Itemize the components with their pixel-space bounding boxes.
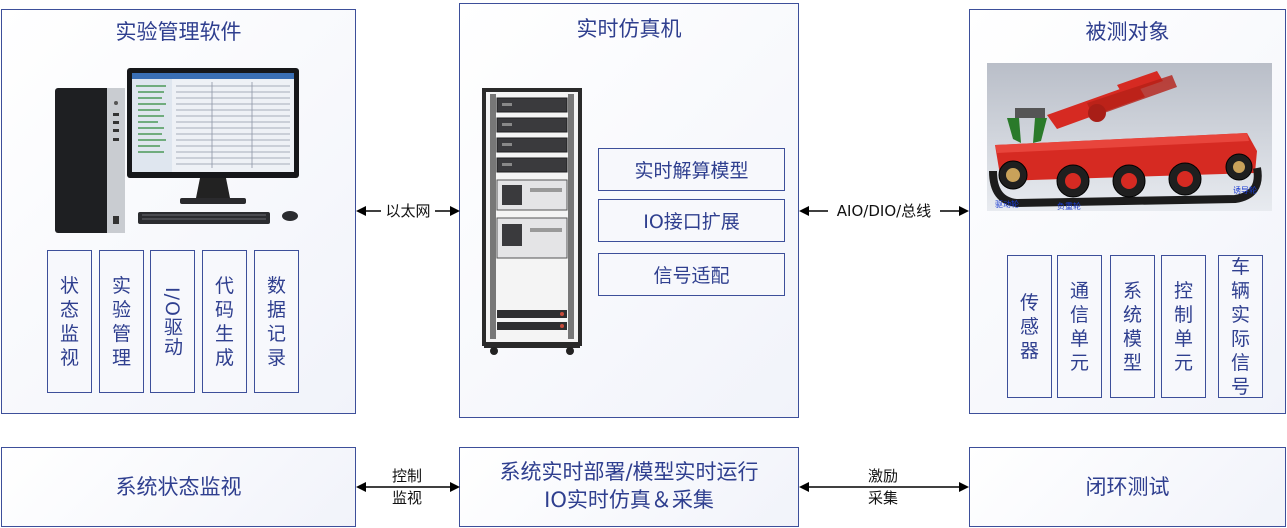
module-io-driver-label: I/O驱动 — [161, 286, 183, 357]
bottom-deploy-line2: IO实时仿真＆采集 — [544, 488, 714, 512]
module-code-generation: 代码生成 — [202, 250, 247, 393]
module-comm-unit: 通信单元 — [1057, 255, 1102, 398]
module-system-model: 系统模型 — [1110, 255, 1155, 398]
control-monitor-arrow — [356, 482, 460, 492]
module-experiment-management-label: 实验管理 — [111, 274, 131, 369]
bus-label: AIO/DIO/总线 — [828, 201, 940, 221]
computer-illustration — [55, 68, 299, 233]
module-sensor: 传感器 — [1007, 255, 1052, 398]
module-comm-unit-label: 通信单元 — [1069, 279, 1089, 374]
module-sensor-label: 传感器 — [1019, 291, 1039, 362]
excite-collect-arrow — [799, 482, 969, 492]
module-vehicle-signal: 车辆实际信号 — [1218, 255, 1263, 398]
bottom-status-monitor: 系统状态监视 — [1, 447, 356, 527]
module-vehicle-signal-label: 车辆实际信号 — [1230, 255, 1250, 398]
tracked-vehicle-illustration: 驱动轮 负重轮 诱导轮 — [987, 63, 1272, 211]
bottom-deploy-panel: 系统实时部署/模型实时运行 IO实时仿真＆采集 — [459, 447, 799, 527]
module-system-model-label: 系统模型 — [1122, 279, 1142, 374]
excite-label: 激励 — [860, 466, 906, 486]
module-data-recording-label: 数据记录 — [266, 274, 286, 369]
module-status-monitor-label: 状态监视 — [59, 274, 79, 369]
module-code-generation-label: 代码生成 — [214, 274, 234, 369]
target-title: 被测对象 — [1085, 20, 1170, 44]
module-status-monitor: 状态监视 — [47, 250, 92, 393]
server-rack-illustration — [482, 88, 582, 355]
bottom-closed-loop-label: 闭环测试 — [1085, 475, 1170, 499]
software-panel: 实验管理软件 — [1, 9, 356, 414]
wheel-label-drive: 驱动轮 — [995, 199, 1019, 209]
ethernet-label: 以太网 — [381, 201, 435, 221]
function-io-extension: IO接口扩展 — [598, 199, 785, 242]
module-control-unit: 控制单元 — [1161, 255, 1206, 398]
function-signal-adaptation: 信号适配 — [598, 253, 785, 296]
bottom-closed-loop: 闭环测试 — [969, 447, 1286, 527]
wheel-label-load: 负重轮 — [1057, 201, 1081, 211]
module-io-driver: I/O驱动 — [150, 250, 195, 393]
bottom-deploy-line1: 系统实时部署/模型实时运行 — [499, 460, 759, 484]
software-title: 实验管理软件 — [115, 20, 242, 44]
module-control-unit-label: 控制单元 — [1173, 279, 1193, 374]
wheel-label-guide: 诱导轮 — [1233, 185, 1257, 195]
control-label: 控制 — [384, 466, 430, 486]
module-data-recording: 数据记录 — [254, 250, 299, 393]
target-panel: 被测对象 驱动轮 负重轮 — [969, 9, 1286, 414]
collect-label: 采集 — [860, 488, 906, 508]
module-experiment-management: 实验管理 — [99, 250, 144, 393]
simulator-title: 实时仿真机 — [576, 17, 682, 41]
bottom-status-monitor-label: 系统状态监视 — [115, 475, 242, 499]
simulator-panel: 实时仿真机 实时解算模型 IO接口扩展 信号适配 — [459, 3, 799, 418]
function-realtime-model: 实时解算模型 — [598, 148, 785, 191]
monitor-label: 监视 — [384, 488, 430, 508]
